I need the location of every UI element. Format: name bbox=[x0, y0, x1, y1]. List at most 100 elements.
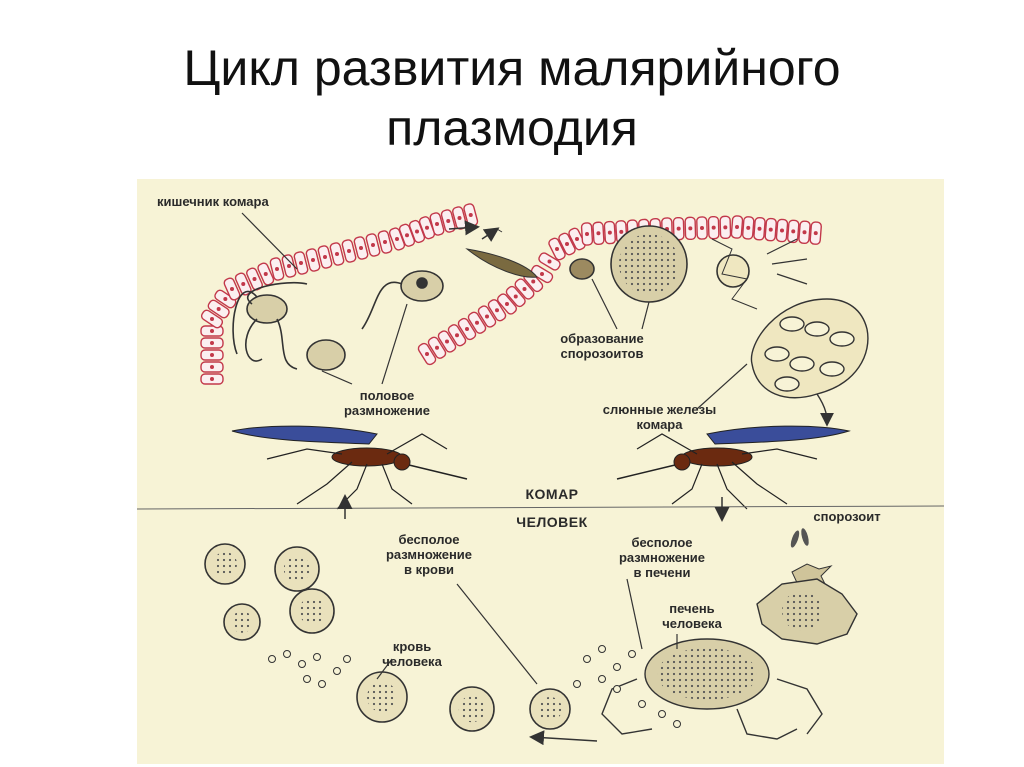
gut-cell-nucleus bbox=[435, 222, 439, 226]
merozoite bbox=[658, 710, 666, 718]
label-asexual-blood-line3: в крови bbox=[404, 562, 454, 577]
gut-cell-nucleus bbox=[676, 226, 681, 231]
gut-cell-nucleus bbox=[230, 287, 234, 291]
parasite-in-cell bbox=[538, 697, 562, 721]
label-human-blood-line1: кровь bbox=[392, 639, 432, 654]
gut-cell-nucleus bbox=[711, 225, 716, 230]
gut-cell-nucleus bbox=[791, 229, 796, 234]
parasite-in-cell bbox=[283, 555, 311, 583]
merozoite bbox=[333, 667, 341, 675]
gut-cell-nucleus bbox=[585, 232, 589, 236]
label-human-liver-line1: печень bbox=[669, 601, 715, 616]
label-human-host: ЧЕЛОВЕК bbox=[516, 514, 588, 530]
label-sporozoite-formation-line2: спорозоитов bbox=[560, 346, 644, 361]
gut-cell-nucleus bbox=[446, 219, 451, 223]
gut-cell-nucleus bbox=[252, 277, 257, 281]
label-human-liver-line2: человека bbox=[662, 616, 722, 631]
merozoite bbox=[598, 675, 606, 683]
merozoite bbox=[628, 650, 636, 658]
gut-cell-nucleus bbox=[485, 314, 489, 319]
merozoite bbox=[613, 685, 621, 693]
gut-cell-nucleus bbox=[468, 213, 473, 217]
gut-cell-nucleus bbox=[513, 294, 518, 299]
parasite-in-cell bbox=[231, 611, 253, 633]
gut-cell-nucleus bbox=[263, 272, 268, 276]
label-asexual-liver-line2: размножение bbox=[618, 550, 706, 565]
gut-cell-nucleus bbox=[555, 247, 559, 251]
gut-cell-nucleus bbox=[383, 240, 387, 244]
gut-cell-nucleus bbox=[522, 287, 527, 291]
liver-cells bbox=[601, 578, 858, 740]
gut-cell-nucleus bbox=[575, 237, 579, 241]
gut-cell-nucleus bbox=[813, 231, 818, 236]
gut-cell-nucleus bbox=[802, 230, 807, 235]
label-human-liver: печень человека bbox=[637, 601, 747, 631]
merozoite bbox=[638, 700, 646, 708]
title-line-1: Цикл развития малярийного bbox=[183, 40, 841, 96]
gut-cell-nucleus bbox=[425, 352, 429, 356]
gut-cell-nucleus bbox=[547, 259, 552, 264]
gut-cell-nucleus bbox=[405, 233, 409, 238]
gut-cell-nucleus bbox=[531, 279, 536, 284]
label-asexual-blood-line2: размножение bbox=[385, 547, 473, 562]
mosquito-gut-right bbox=[417, 215, 822, 366]
gut-cell-nucleus bbox=[455, 333, 459, 338]
gut-cell-nucleus bbox=[395, 237, 399, 241]
mosquito-left bbox=[231, 425, 468, 510]
lifecycle-diagram: кишечник комара половое размножение обра… bbox=[137, 179, 944, 764]
merozoite bbox=[673, 720, 681, 728]
gut-cell-nucleus bbox=[425, 225, 429, 230]
merozoite bbox=[343, 655, 351, 663]
gut-cell-nucleus bbox=[435, 345, 439, 350]
gut-cell-nucleus bbox=[311, 258, 315, 262]
gut-cell-nucleus bbox=[210, 365, 214, 369]
label-salivary-glands-line1: слюнные железы bbox=[602, 402, 717, 417]
label-asexual-liver: бесполое размножение в печени bbox=[587, 535, 737, 580]
cycle-arrows bbox=[337, 220, 730, 746]
host-divider bbox=[137, 505, 944, 510]
merozoite bbox=[313, 653, 321, 661]
merozoite bbox=[303, 675, 311, 683]
label-asexual-liver-line3: в печени bbox=[633, 565, 691, 580]
gut-cell-nucleus bbox=[241, 282, 246, 286]
salivary-gland bbox=[750, 298, 869, 427]
gut-cell-nucleus bbox=[735, 225, 739, 229]
label-mosquito-gut: кишечник комара bbox=[157, 194, 269, 209]
mosquito-right bbox=[616, 425, 851, 510]
gut-cell-nucleus bbox=[347, 249, 351, 253]
gut-cell-nucleus bbox=[335, 252, 339, 256]
gut-cell-nucleus bbox=[299, 261, 303, 265]
parasite-in-cell bbox=[367, 682, 397, 712]
label-mosquito-host: КОМАР bbox=[525, 486, 579, 502]
gut-cell-nucleus bbox=[723, 225, 728, 230]
gut-cell-nucleus bbox=[465, 327, 469, 331]
gut-cell-nucleus bbox=[495, 308, 499, 313]
gut-cell-nucleus bbox=[475, 320, 479, 325]
merozoite bbox=[283, 650, 291, 658]
merozoite bbox=[298, 660, 306, 668]
gut-cell-nucleus bbox=[210, 329, 214, 333]
gut-cell-nucleus bbox=[371, 243, 375, 247]
gut-cell-nucleus bbox=[757, 226, 762, 231]
gametes bbox=[232, 270, 444, 371]
gut-cell-nucleus bbox=[210, 341, 214, 345]
gut-cell-nucleus bbox=[223, 297, 228, 301]
title-line-2: плазмодия bbox=[386, 100, 638, 156]
parasite-in-cell bbox=[298, 597, 326, 625]
gut-cell-nucleus bbox=[540, 272, 544, 276]
label-human-blood: кровь человека bbox=[362, 639, 462, 669]
label-human-blood-line2: человека bbox=[382, 654, 442, 669]
slide-title: Цикл развития малярийного плазмодия bbox=[0, 38, 1024, 158]
label-sporozoite-formation: образование спорозоитов bbox=[537, 331, 667, 361]
gut-cell-nucleus bbox=[505, 302, 509, 306]
gut-cell-nucleus bbox=[688, 226, 693, 231]
gut-cell-nucleus bbox=[359, 246, 363, 250]
label-sporozoite-formation-line1: образование bbox=[560, 331, 644, 346]
gut-cell-nucleus bbox=[768, 227, 773, 232]
gut-cell-nucleus bbox=[607, 230, 612, 235]
label-asexual-liver-line1: бесполое bbox=[631, 535, 693, 550]
gut-cell-nucleus bbox=[700, 226, 704, 230]
merozoite bbox=[318, 680, 326, 688]
merozoite bbox=[573, 680, 581, 688]
merozoite bbox=[598, 645, 606, 653]
